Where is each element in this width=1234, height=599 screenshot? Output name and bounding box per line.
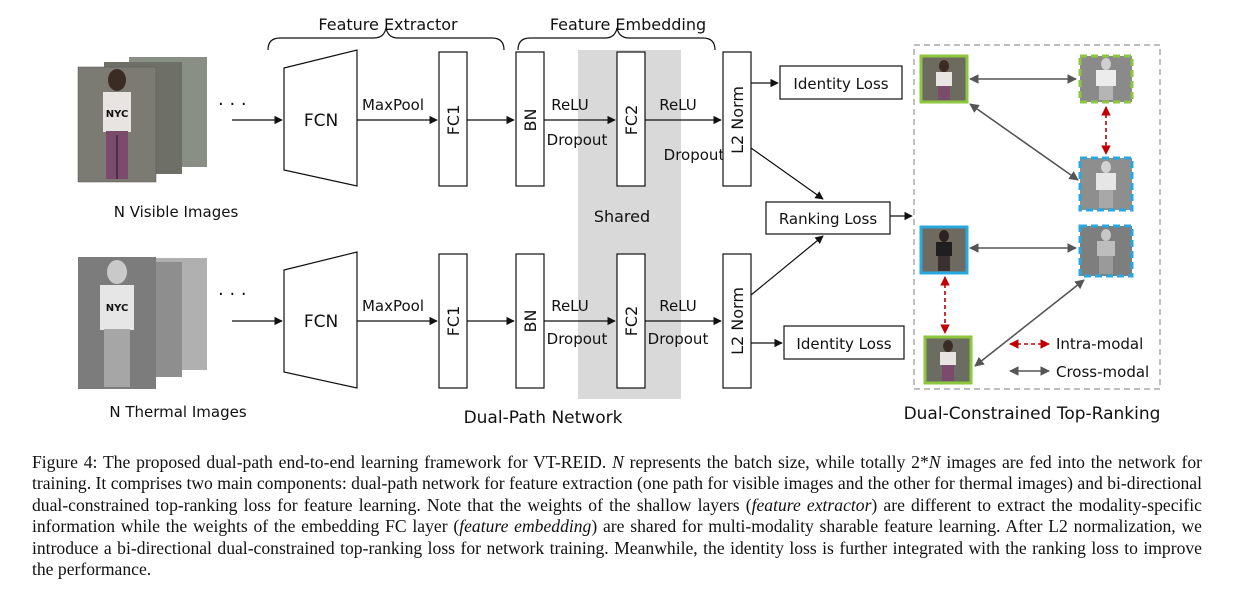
- fcn-block-thermal: [283, 251, 358, 389]
- fc1-block-visible: [438, 51, 468, 187]
- feature-embedding-label: Feature Embedding: [550, 15, 706, 34]
- fcn-label-visible: FCN: [304, 111, 338, 131]
- shared-label: Shared: [594, 207, 650, 226]
- thermal-shirt-text: NYC: [106, 303, 129, 314]
- caption-var-n-1: N: [612, 452, 624, 472]
- thumb-thermal-1: [1078, 54, 1134, 104]
- ranking-loss-label: Ranking Loss: [779, 210, 878, 228]
- fc2-block-visible: [616, 51, 646, 187]
- dual-constrained-label: Dual-Constrained Top-Ranking: [904, 404, 1161, 424]
- thermal-image-stack: NYC: [78, 257, 207, 389]
- thumb-visible-1: [919, 54, 969, 104]
- maxpool-label-thermal: MaxPool: [362, 297, 424, 315]
- l2norm-label-thermal: L2 Norm: [728, 287, 747, 355]
- relu-label-visible-1: ReLU: [551, 96, 589, 114]
- visible-image-stack: NYC: [77, 57, 207, 183]
- identity-loss-box-thermal: [783, 325, 905, 360]
- framework-diagram: Shared Feature Extractor Feature Embeddi…: [77, 15, 1161, 428]
- caption-feature-extractor: feature extractor: [751, 494, 872, 515]
- fc2-label-visible: FC2: [622, 105, 641, 136]
- visible-dots: · · ·: [218, 94, 247, 115]
- fcn-block-visible: [283, 49, 358, 187]
- fcn-label-thermal: FCN: [304, 312, 338, 332]
- caption-sentence-2: represents the batch size, while totally…: [629, 452, 929, 472]
- fc2-label-thermal: FC2: [622, 306, 641, 337]
- bn-label-thermal: BN: [521, 310, 540, 333]
- l2norm-block-visible: [722, 51, 752, 187]
- relu-label-visible-2: ReLU: [659, 96, 697, 114]
- cross-modal-arrow-4: [974, 279, 1085, 367]
- thermal-dots: · · ·: [218, 284, 247, 305]
- top-ranking-panel: [913, 44, 1161, 390]
- feature-extractor-brace: [267, 27, 505, 51]
- caption-sentence-3: images are fed into the network for trai…: [32, 452, 1202, 515]
- figure-number: Figure 4:: [32, 452, 98, 472]
- identity-loss-label-visible: Identity Loss: [793, 75, 888, 93]
- fc2-block-thermal: [616, 253, 646, 389]
- visible-images-label: N Visible Images: [114, 203, 239, 221]
- dropout-label-visible-1: Dropout: [547, 131, 608, 149]
- bn-block-visible: [515, 51, 545, 187]
- dropout-label-thermal-1: Dropout: [547, 330, 608, 348]
- l2norm-block-thermal: [722, 253, 752, 389]
- bn-label-visible: BN: [521, 109, 540, 132]
- maxpool-label-visible: MaxPool: [362, 96, 424, 114]
- feature-extractor-label: Feature Extractor: [318, 15, 458, 34]
- ranking-loss-box: [765, 201, 891, 235]
- thumb-visible-3: [923, 335, 973, 385]
- fc1-label-visible: FC1: [444, 105, 463, 136]
- caption-var-n-2: N: [928, 452, 941, 472]
- thermal-images-label: N Thermal Images: [109, 403, 247, 421]
- visible-shirt-text: NYC: [106, 109, 129, 120]
- fc1-block-thermal: [438, 253, 468, 389]
- dropout-label-thermal-2: Dropout: [648, 330, 709, 348]
- thumb-thermal-2: [1078, 156, 1134, 212]
- cross-modal-legend-label: Cross-modal: [1056, 363, 1149, 381]
- intra-modal-legend-label: Intra-modal: [1056, 335, 1143, 353]
- l2norm-label-visible: L2 Norm: [728, 86, 747, 154]
- dual-path-network-label: Dual-Path Network: [464, 408, 623, 428]
- caption-feature-embedding: feature embedding: [459, 516, 592, 537]
- feature-embedding-brace: [517, 27, 716, 51]
- identity-loss-label-thermal: Identity Loss: [796, 335, 891, 353]
- dropout-label-visible-2: Dropout: [664, 146, 725, 164]
- relu-label-thermal-2: ReLU: [659, 297, 697, 315]
- thumb-visible-2: [919, 225, 969, 275]
- fc1-label-thermal: FC1: [444, 306, 463, 337]
- caption-sentence-4: ) are different to extract the modality-…: [32, 494, 1202, 537]
- cross-modal-arrow-2: [969, 103, 1079, 181]
- caption-sentence-1: The proposed dual-path end-to-end learni…: [102, 452, 607, 472]
- thumb-thermal-3: [1078, 224, 1134, 278]
- identity-loss-box-visible: [779, 65, 903, 100]
- caption-sentence-5: ) are shared for multi-modality sharable…: [32, 516, 1202, 580]
- figure-caption: Figure 4: The proposed dual-path end-to-…: [32, 452, 1202, 580]
- relu-label-thermal-1: ReLU: [551, 297, 589, 315]
